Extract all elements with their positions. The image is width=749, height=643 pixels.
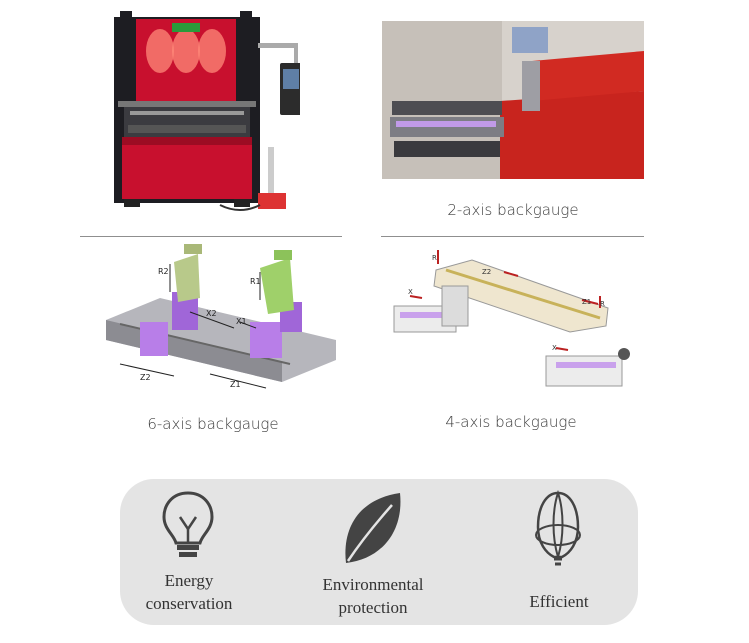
label-r1: R1 — [250, 277, 261, 286]
label-z2: Z2 — [482, 268, 491, 276]
two-axis-backgauge-photo — [382, 21, 644, 179]
caption-six-axis: 6-axis backgauge — [147, 415, 279, 433]
divider-right — [381, 236, 644, 237]
label-x2: X2 — [206, 309, 217, 318]
six-axis-backgauge-diagram: R2 R1 X2 X1 Z2 Z1 — [106, 244, 336, 389]
label-x-left: X — [408, 288, 413, 296]
feature-label-energy: Energy conservation — [145, 571, 233, 613]
leaf-icon — [345, 493, 401, 563]
label-x1: X1 — [236, 317, 247, 326]
features-panel: Energy conservation Environmental protec… — [120, 479, 638, 625]
press-brake-machine-image — [114, 11, 300, 211]
label-z1: Z1 — [230, 380, 241, 389]
feature-label-efficient: Efficient — [529, 592, 589, 611]
four-axis-backgauge-diagram: R X Z2 Z1 R X — [393, 250, 630, 387]
caption-two-axis: 2-axis backgauge — [447, 201, 579, 219]
feature-label-environmental: Environmental protection — [322, 575, 424, 617]
label-r-top: R — [432, 254, 437, 262]
label-z2: Z2 — [140, 373, 151, 382]
label-r2: R2 — [158, 267, 169, 276]
divider-left — [80, 236, 342, 237]
label-z1: Z1 — [582, 298, 591, 306]
label-x-bottom: X — [552, 344, 557, 352]
lightbulb-icon — [162, 491, 214, 557]
label-r-right: R — [600, 300, 605, 308]
efficiency-icon — [535, 489, 581, 566]
caption-four-axis: 4-axis backgauge — [445, 413, 577, 431]
